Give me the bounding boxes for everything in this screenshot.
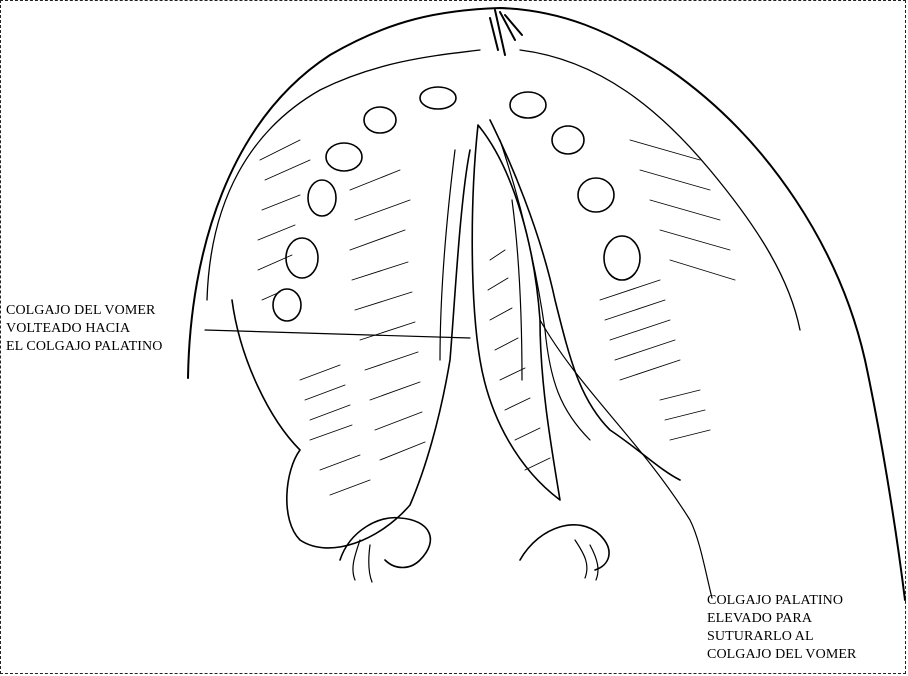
outer-jaw-outline <box>188 8 905 600</box>
vomer-flap-label-line: COLGAJO DEL VOMER <box>6 302 162 320</box>
vomer-flap-label-line: VOLTEADO HACIA <box>6 320 162 338</box>
pointer-line-vomer <box>205 330 470 338</box>
vomer-flap <box>472 125 560 500</box>
uvula-right <box>520 525 609 570</box>
palatal-flap-label-line: ELEVADO PARA <box>707 610 856 628</box>
palatal-flap-label-line: COLGAJO PALATINO <box>707 592 856 610</box>
left-palatal-shelf <box>232 150 470 548</box>
vomer-flap-label: COLGAJO DEL VOMER VOLTEADO HACIA EL COLG… <box>6 302 162 356</box>
teeth-left <box>273 87 456 321</box>
palatal-flap-label-line: COLGAJO DEL VOMER <box>707 646 856 664</box>
palatal-flap-label: COLGAJO PALATINO ELEVADO PARA SUTURARLO … <box>707 592 856 664</box>
right-palatal-shelf <box>490 120 680 480</box>
teeth-right <box>510 92 640 280</box>
palatal-flap-label-line: SUTURARLO AL <box>707 628 856 646</box>
pointer-line-palatal <box>540 320 712 598</box>
hatching <box>258 140 735 495</box>
vomer-flap-label-line: EL COLGAJO PALATINO <box>6 338 162 356</box>
